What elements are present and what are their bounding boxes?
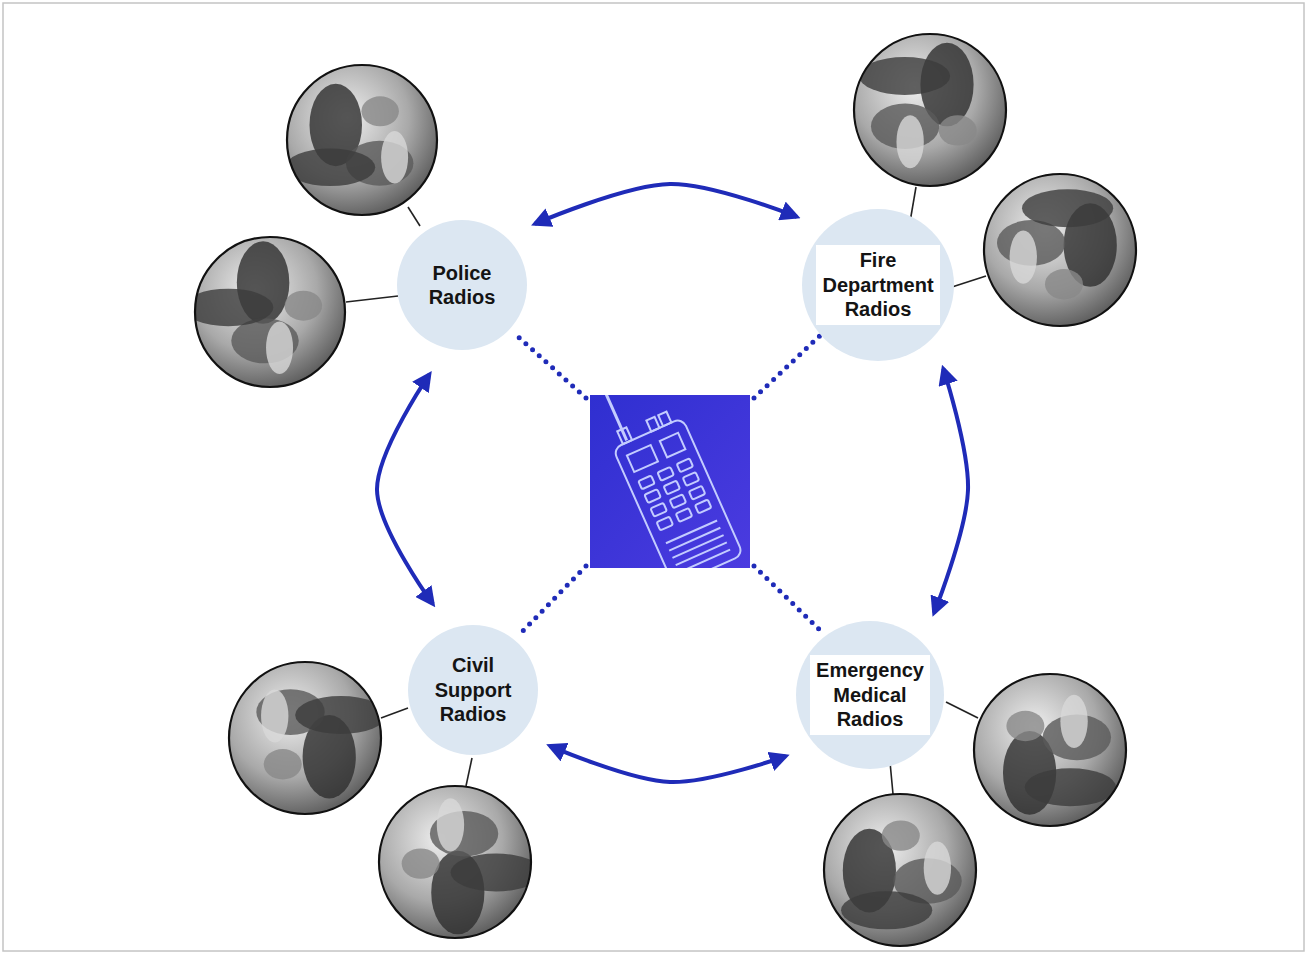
leader-line (890, 762, 893, 794)
dotted-line (754, 328, 828, 398)
photo-ground (984, 174, 1136, 326)
photo-frame (229, 662, 381, 814)
node-label: Fire Department Radios (816, 245, 939, 324)
photo-shape (924, 841, 951, 894)
photo-ground (854, 34, 1006, 186)
radio-group-circle: Civil Support Radios (408, 625, 538, 755)
radio-panel (590, 395, 750, 568)
radio-screen (627, 445, 658, 472)
photo-shape (1022, 189, 1113, 227)
photo-frame (287, 65, 437, 215)
radio-keypad (638, 458, 711, 530)
photo-shape (859, 57, 950, 95)
leader-line (946, 702, 978, 718)
node-label: Emergency Medical Radios (810, 655, 930, 734)
node-label: Police Radios (429, 261, 496, 310)
photo-frame (379, 786, 531, 938)
radio-group-circle: Police Radios (397, 220, 527, 350)
bidirectional-arrow (377, 374, 433, 604)
photo-shape (261, 689, 288, 742)
photo (854, 34, 1006, 186)
photo-shape (882, 820, 920, 850)
photo-ground (287, 65, 437, 215)
radio-illustration (590, 395, 743, 568)
photo-shape (939, 115, 977, 145)
photo (984, 174, 1136, 326)
photo-ground (824, 794, 976, 946)
radio-body (613, 418, 743, 568)
photo-shape (1025, 768, 1116, 806)
photo-shape (1010, 231, 1037, 284)
photo-shape (264, 749, 302, 779)
photo-frame (984, 174, 1136, 326)
photo-ground (974, 674, 1126, 826)
photo (379, 786, 542, 938)
photo-shape (361, 96, 399, 126)
photo-shape (841, 891, 932, 929)
dotted-line (520, 566, 586, 634)
photo-frame (195, 237, 345, 387)
photo-ground (229, 662, 381, 814)
bidirectional-arrow (535, 184, 797, 224)
radio-antenna (604, 395, 627, 440)
photo-shape (896, 115, 923, 168)
photo-shape (381, 131, 408, 184)
photo-shape (402, 848, 440, 878)
leader-line (952, 276, 986, 287)
page-frame (3, 3, 1304, 951)
photo (824, 794, 976, 946)
photo-frame (974, 674, 1126, 826)
photo-shape (266, 321, 293, 374)
photo-shape (285, 291, 323, 321)
photo-shape (437, 798, 464, 851)
leader-line (381, 708, 408, 718)
bidirectional-arrow (550, 746, 786, 782)
photo-shape (1060, 695, 1087, 748)
radio-group-circle: Emergency Medical Radios (796, 621, 944, 769)
photo-frame (824, 794, 976, 946)
node-label: Civil Support Radios (435, 653, 512, 726)
radio-speaker (666, 520, 730, 568)
radio-group-circle: Fire Department Radios (802, 209, 954, 361)
leader-line (346, 296, 398, 302)
dotted-links (514, 328, 828, 634)
photo-shape (1006, 711, 1044, 741)
leader-line (408, 207, 420, 226)
radio-screen (660, 433, 686, 458)
photo (183, 237, 345, 387)
photo-shape (1045, 269, 1083, 299)
photo (285, 65, 437, 215)
photo (974, 674, 1126, 826)
bidirectional-arrow (934, 369, 968, 614)
dotted-line (754, 566, 822, 632)
photo-group (183, 34, 1136, 946)
photo-frame (854, 34, 1006, 186)
leader-line (466, 758, 472, 786)
dotted-line (514, 333, 586, 398)
photo (229, 662, 386, 814)
